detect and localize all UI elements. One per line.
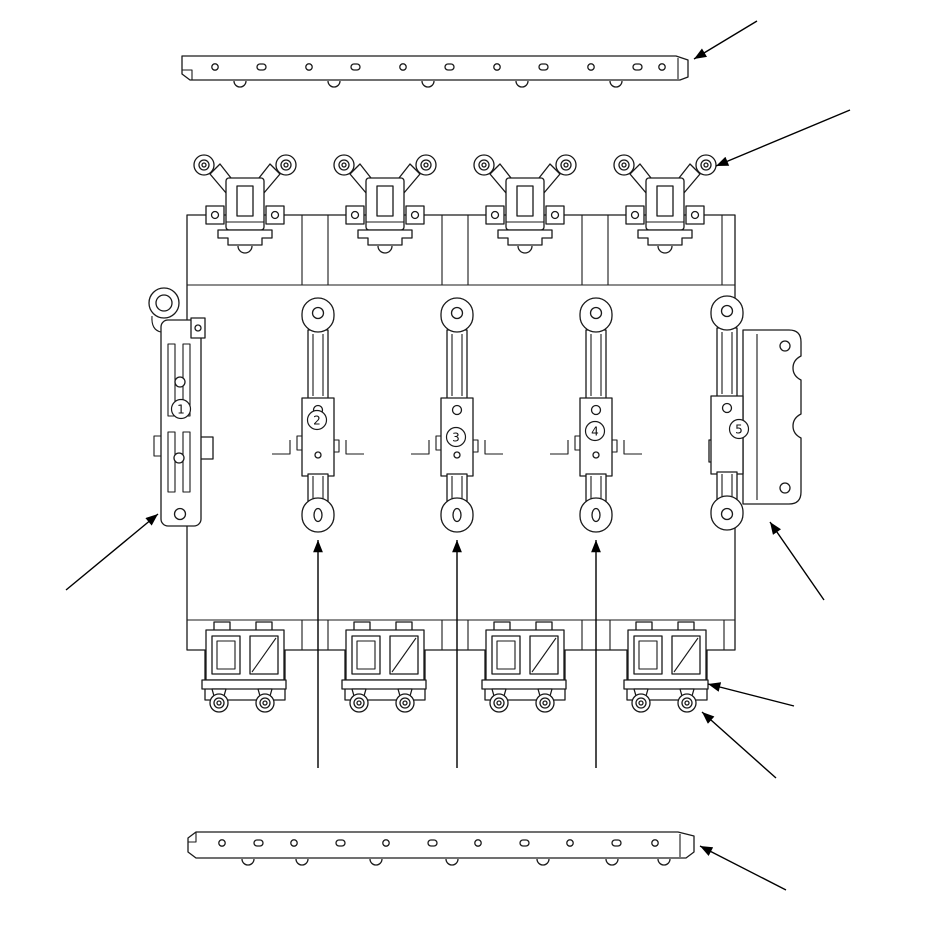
callout-arrows	[65, 20, 851, 891]
camshaft-holder-5	[710, 295, 802, 531]
upper-rocker-assembly-4	[613, 154, 717, 254]
part-number-label-4: 4	[584, 420, 606, 442]
part-number-4: 4	[591, 425, 599, 439]
callout-arrow-lower-rocker-bolt	[701, 711, 777, 779]
cylinder-head-outline	[186, 214, 736, 701]
callout-arrow-upper-rocker	[715, 109, 851, 167]
bearing-step-marks	[272, 440, 642, 455]
callout-arrow-lower-rocker	[707, 682, 795, 707]
top-shaft-rail	[181, 55, 689, 88]
lower-rocker-assembly-3	[481, 621, 567, 713]
camshaft-holder-3	[435, 297, 479, 533]
callout-arrow-holder-5	[769, 521, 825, 601]
upper-rocker-assembly-3	[473, 154, 577, 254]
bottom-shaft-rail	[187, 831, 695, 866]
part-number-1: 1	[177, 403, 185, 417]
part-number-5: 5	[735, 423, 743, 437]
part-number-label-1: 1	[170, 398, 192, 420]
part-number-label-5: 5	[728, 418, 750, 440]
part-number-3: 3	[452, 431, 460, 445]
lower-rocker-assembly-4	[623, 621, 709, 713]
lower-rocker-assembly-2	[341, 621, 427, 713]
callout-arrow-top-rail	[693, 20, 758, 60]
pedestal-divider-lines	[301, 215, 725, 650]
upper-rocker-assembly-2	[333, 154, 437, 254]
upper-rocker-assembly-1	[193, 154, 297, 254]
callout-arrow-bottom-rail	[699, 845, 787, 891]
camshaft-holder-1	[148, 287, 206, 527]
part-number-2: 2	[313, 414, 321, 428]
callout-arrow-holder-1	[65, 513, 159, 591]
part-number-label-3: 3	[445, 426, 467, 448]
lower-rocker-assembly-1	[201, 621, 287, 713]
part-number-label-2: 2	[306, 409, 328, 431]
camshaft-holder-4	[574, 297, 618, 533]
